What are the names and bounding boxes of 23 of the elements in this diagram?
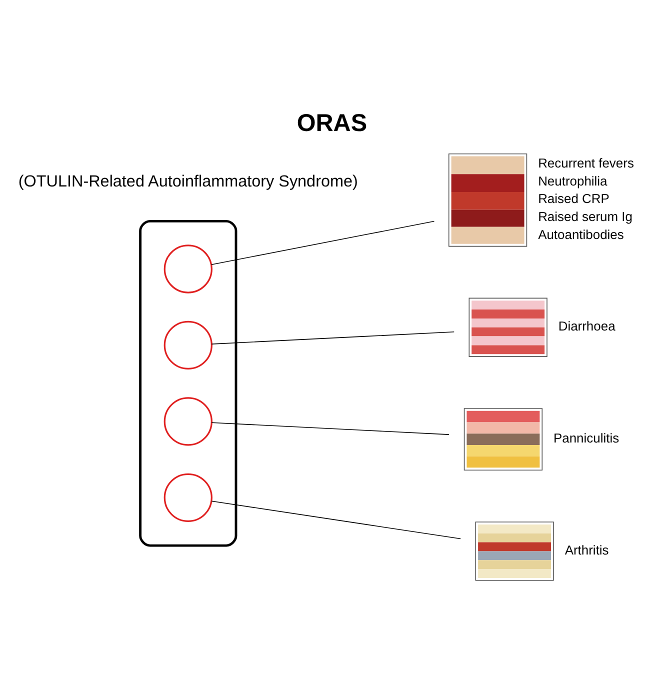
diagram-title: ORAS	[296, 110, 368, 137]
node-label: Arthritis	[564, 542, 609, 557]
node-label: Raised serum Ig	[538, 208, 633, 224]
connector	[210, 220, 435, 265]
connector	[211, 330, 455, 344]
node-label: Neutrophilia	[538, 172, 608, 188]
node-label: Panniculitis	[553, 430, 620, 445]
connector	[211, 500, 461, 539]
node-circle	[164, 244, 212, 293]
node-picture	[464, 408, 543, 470]
node-circle	[164, 320, 212, 370]
connector	[211, 422, 450, 434]
node-circle	[164, 396, 212, 446]
label: (OTULIN-Related Autoinflammatory Syndrome)	[18, 172, 358, 190]
node-picture	[448, 152, 528, 246]
node-label: Raised CRP	[538, 190, 610, 206]
node-label: Diarrhoea	[558, 318, 616, 333]
node-circle	[164, 472, 212, 522]
node-picture	[475, 521, 554, 580]
node-label: Recurrent fevers	[538, 154, 634, 170]
node-label: Autoantibodies	[538, 226, 624, 242]
node-picture	[468, 297, 548, 356]
cluster	[139, 219, 238, 546]
